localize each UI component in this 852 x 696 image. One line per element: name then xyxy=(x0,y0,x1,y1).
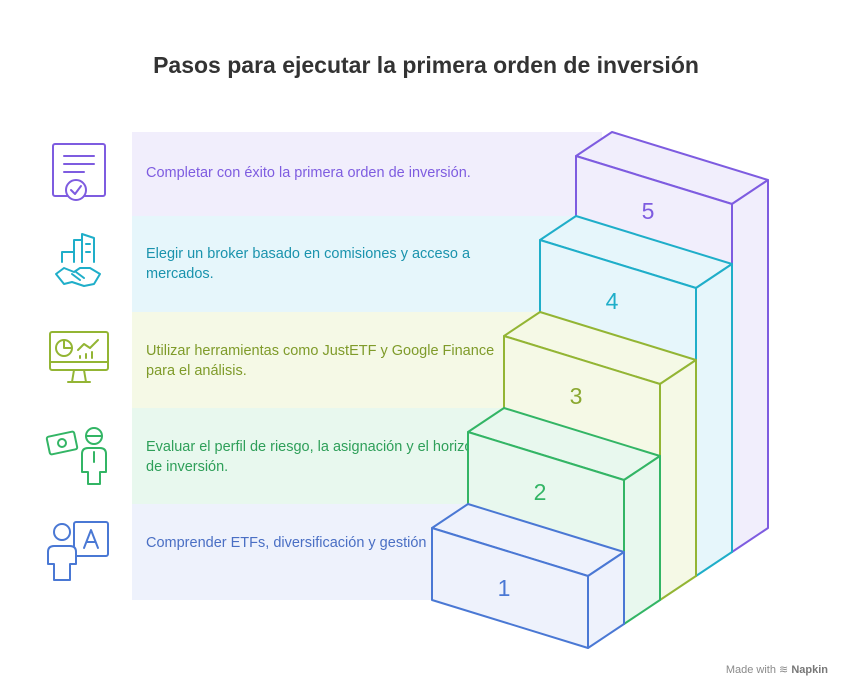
step-3-number: 3 xyxy=(570,383,583,409)
analytics-monitor-icon xyxy=(44,326,116,392)
napkin-logo-icon: ≋ xyxy=(779,664,789,676)
step-5-number: 5 xyxy=(642,198,655,224)
watermark-brand: Napkin xyxy=(791,664,828,676)
step-4-number: 4 xyxy=(606,288,619,314)
user-letter-a-icon xyxy=(44,518,116,584)
step-2-text: Evaluar el perfil de riesgo, la asignaci… xyxy=(146,439,493,475)
step-1-number: 1 xyxy=(498,575,511,601)
band-step-5 xyxy=(132,132,602,216)
page-title: Pasos para ejecutar la primera orden de … xyxy=(153,52,699,78)
step-4-text: Elegir un broker basado en comisiones y … xyxy=(146,246,471,282)
step-5-text: Completar con éxito la primera orden de … xyxy=(146,165,471,181)
step-1-block xyxy=(431,503,625,649)
step-3-text: Utilizar herramientas como JustETF y Goo… xyxy=(146,343,495,379)
band-step-4 xyxy=(132,216,602,312)
watermark-prefix: Made with xyxy=(725,664,776,676)
money-person-icon xyxy=(44,422,116,488)
napkin-watermark[interactable]: Made with ≋ Napkin xyxy=(726,663,828,676)
certificate-check-icon xyxy=(44,140,116,206)
step-2-number: 2 xyxy=(534,479,547,505)
step-1-text: Comprender ETFs, diversificación y gesti… xyxy=(146,535,477,551)
handshake-building-icon xyxy=(44,228,116,294)
